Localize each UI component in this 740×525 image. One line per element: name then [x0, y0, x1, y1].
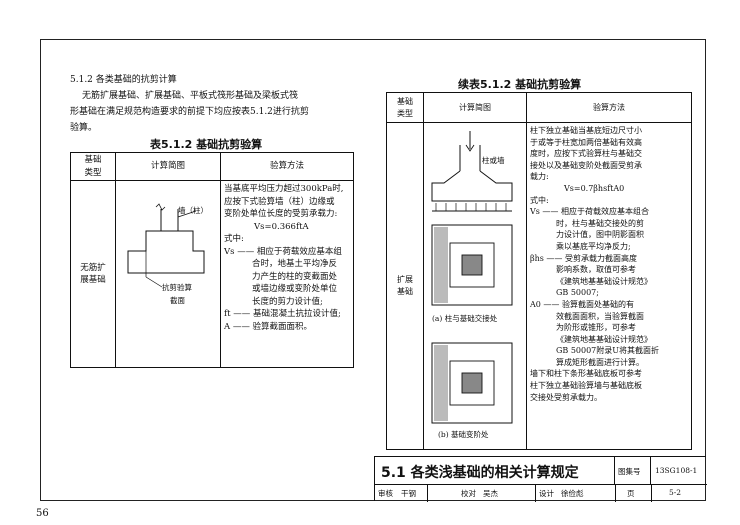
atlas-label: 图集号: [618, 467, 641, 476]
caption-b: (b) 基础变阶处: [438, 430, 489, 439]
section-heading: 5.1.2 各类基础的抗剪计算: [70, 75, 177, 85]
method-line: 《建筑地基基础设计规范》: [556, 334, 652, 344]
method-line: 力产生的柱的变截面处: [252, 271, 338, 282]
page-label: 页: [627, 489, 635, 498]
designer-name: 徐俭彪: [561, 489, 584, 498]
method-line: 于或等于柱宽加两倍基础有效高: [530, 137, 642, 147]
design-label: 设计: [539, 489, 554, 498]
method-line: 长度的剪力设计值;: [252, 296, 323, 307]
method-line: 或墙边缘或变阶处单位: [252, 284, 338, 294]
right-table: 基础类型 计算简图 验算方法 扩展基础: [386, 92, 692, 450]
check-label: 校对: [461, 489, 476, 498]
type-cell: 扩展基础: [386, 122, 424, 450]
right-table-title: 续表5.1.2 基础抗剪验算: [458, 78, 582, 91]
formula: Vs=0.7βhsftA0: [564, 183, 625, 193]
method-cell: 柱下独立基础当基底短边尺寸小 于或等于柱宽加两倍基础有效高 度时，应按下式验算柱…: [526, 122, 692, 450]
spread-footing-diagrams: [431, 131, 513, 424]
diagram-cell: 墙（柱） 抗剪验算 截面: [115, 180, 221, 368]
drawing-title: 5.1 各类浅基础的相关计算规定: [381, 465, 579, 481]
method-line: 《建筑地基基础设计规范》: [556, 276, 652, 286]
unreinforced-footing-diagram: [127, 203, 205, 288]
method-line: 当基底平均压力超过300kPa时,: [224, 184, 344, 194]
method-line: ft —— 基础混凝土抗拉设计值;: [224, 309, 341, 319]
header-diagram: 计算简图: [423, 92, 527, 123]
formula: Vs=0.366ftA: [254, 221, 309, 232]
method-line: 力设计值，图中阴影面积: [556, 230, 644, 240]
method-line: Vs —— 相应于荷载效应基本组合: [530, 207, 649, 217]
review-label: 审核: [378, 489, 393, 498]
left-table-title: 表5.1.2 基础抗剪验算: [150, 138, 263, 151]
para-line-1: 无筋扩展基础、扩展基础、平板式筏形基础及梁板式筏: [82, 91, 299, 101]
type-cell: 无筋扩展基础: [70, 180, 116, 368]
left-table: 基础类型 计算简图 验算方法 无筋扩展基础 墙（柱） 抗剪验算 截面 当基底平均…: [70, 152, 354, 368]
method-line: 接处以及基础变阶处截面受剪承: [530, 160, 642, 170]
method-line: A0 —— 验算截面处基础的有: [530, 299, 634, 309]
column-wall-label: 柱或墙: [482, 156, 505, 165]
method-line: GB 50007;: [556, 288, 599, 298]
sheet-number: 5-2: [669, 488, 682, 497]
signature-row: 审核 干钢 校对 吴杰 设计 徐俭彪 页 5-2: [375, 485, 707, 502]
shear-section-label: 抗剪验算: [162, 283, 192, 292]
method-line: βhs —— 受剪承载力截面高度: [530, 253, 637, 263]
title-block: 5.1 各类浅基础的相关计算规定 图集号 13SG108-1 审核 干钢 校对 …: [374, 456, 707, 502]
method-line: 应按下式验算墙（柱）边缘或: [224, 196, 335, 207]
method-line: GB 50007附录U将其截面折: [556, 346, 660, 356]
method-line: 为阶形或锥形，可参考: [556, 323, 636, 333]
header-diagram: 计算简图: [115, 152, 221, 181]
checker-name: 吴杰: [483, 489, 498, 498]
method-line: 墙下和柱下条形基础底板可参考: [530, 369, 642, 379]
method-line: 柱下独立基础当基底短边尺寸小: [530, 126, 642, 135]
caption-a: (a) 柱与基础交接处: [432, 314, 498, 323]
method-cell: 当基底平均压力超过300kPa时, 应按下式验算墙（柱）边缘或 变阶处单位长度的…: [220, 180, 354, 368]
section-label: 截面: [170, 296, 185, 305]
header-method: 验算方法: [526, 92, 692, 123]
method-line: 柱下独立基础验算墙与基础底板: [530, 381, 642, 391]
atlas-number: 13SG108-1: [655, 466, 698, 475]
method-line: 变阶处单位长度的受剪承载力:: [224, 209, 338, 219]
header-method: 验算方法: [220, 152, 354, 181]
method-line: 算成矩形截面进行计算。: [556, 357, 644, 367]
method-line: 合时，地基土平均净反: [252, 259, 338, 269]
method-line: 度时，应按下式验算柱与基础交: [530, 149, 642, 159]
method-line: 时，柱与基础交接处的剪: [556, 218, 644, 228]
para-line-2: 形基础在满足规范构造要求的前提下均应按表5.1.2进行抗剪: [70, 107, 309, 117]
wall-column-label: 墙（柱）: [178, 206, 208, 215]
reviewer-name: 干钢: [401, 489, 416, 498]
method-line: 影响系数，取值可参考: [556, 265, 636, 275]
header-type: 基础类型: [70, 152, 116, 181]
method-line: 式中:: [224, 234, 244, 244]
para-line-3: 验算。: [70, 123, 98, 133]
method-line: 效截面面积，当验算截面: [556, 311, 644, 321]
method-line: 交接处受剪承载力。: [530, 392, 602, 402]
diagram-cell: 柱或墙 (a) 柱与基础交接处 (b) 基础变阶处: [423, 122, 527, 450]
method-line: 载力:: [530, 172, 549, 182]
method-line: 式中:: [530, 195, 549, 205]
method-line: 乘以基底平均净反力;: [556, 241, 631, 251]
method-line: Vs —— 相应于荷载效应基本组: [224, 246, 342, 257]
method-line: A —— 验算截面面积。: [224, 321, 313, 332]
page-number: 56: [36, 508, 49, 519]
page-frame: [40, 39, 706, 501]
header-type: 基础类型: [386, 92, 424, 123]
